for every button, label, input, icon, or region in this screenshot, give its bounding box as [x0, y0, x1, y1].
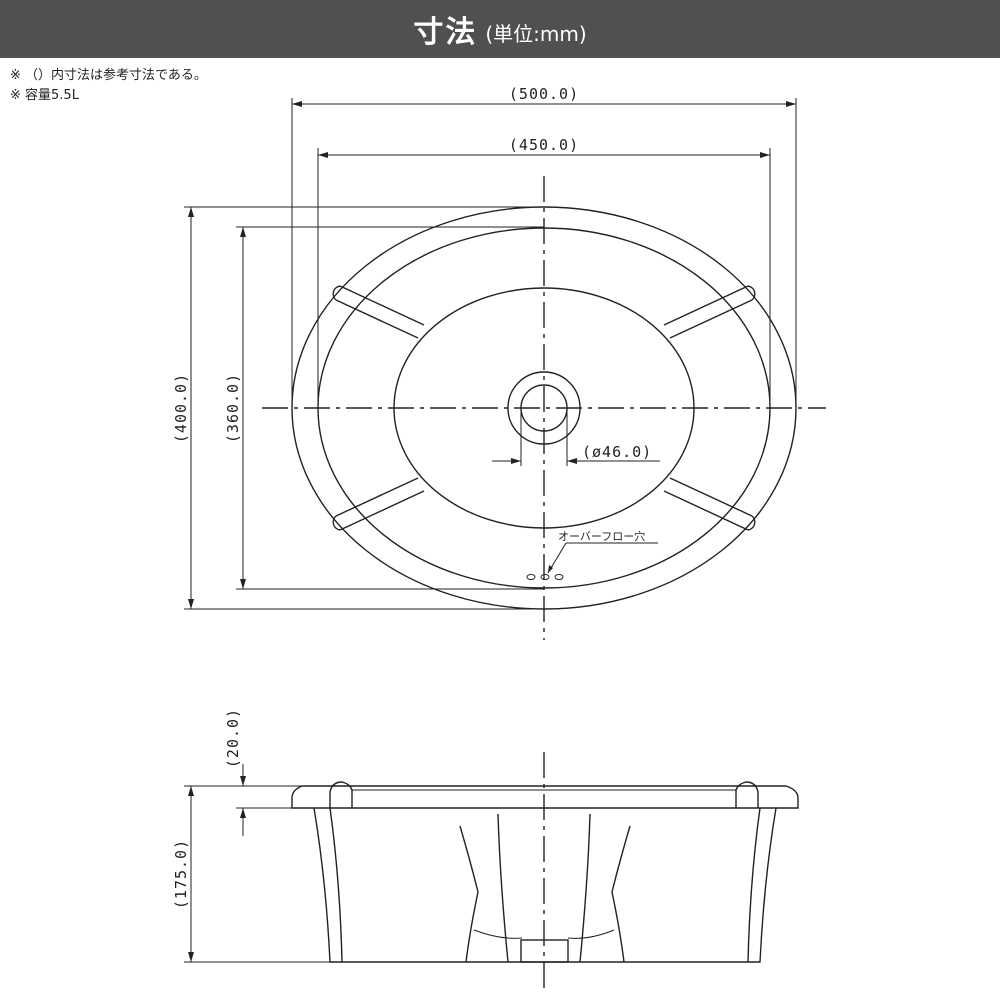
right-inner-rib: [611, 825, 631, 963]
rib-bottom-right: [663, 477, 756, 531]
inner-depth-dimension: (360.0): [224, 226, 544, 590]
overflow-leader-arrow: [548, 565, 553, 573]
right-overflow-lip: [735, 781, 759, 808]
header-bar: 寸法 (単位:mm): [0, 0, 1000, 58]
rib-bottom-left: [332, 477, 425, 531]
inner-width-dimension: (450.0): [317, 136, 771, 400]
inner-depth-label: (360.0): [224, 373, 242, 443]
page-title: 寸法: [413, 15, 478, 50]
rim-height-dimension: (20.0): [224, 708, 330, 836]
drain-diameter-dimension: (ø46.0): [492, 408, 660, 466]
rim-height-label: (20.0): [224, 708, 242, 768]
body-height-dimension: (175.0): [172, 785, 330, 963]
rib-top-left: [332, 285, 425, 339]
top-view: オーバーフロー穴 (500.0) (450.0) (400.0): [172, 85, 826, 640]
unit-label: (単位:mm): [485, 21, 587, 46]
outer-depth-dimension: (400.0): [172, 206, 544, 610]
outer-width-label: (500.0): [509, 85, 579, 103]
drain-diameter-label: (ø46.0): [582, 443, 652, 461]
outer-depth-label: (400.0): [172, 373, 190, 443]
rim-profile: [291, 785, 799, 809]
note-capacity: ※ 容量5.5L: [10, 88, 79, 103]
overflow-holes: [526, 574, 564, 580]
left-overflow-lip: [329, 781, 353, 808]
overflow-label: オーバーフロー穴: [558, 529, 645, 543]
drain-outlet-profile: [520, 939, 569, 963]
notes: ※ （）内寸法は参考寸法である。 ※ 容量5.5L: [10, 66, 207, 106]
body-outline: [313, 807, 777, 963]
rib-top-right: [663, 285, 756, 339]
left-inner-rib: [459, 825, 479, 963]
body-height-label: (175.0): [172, 839, 190, 909]
note-reference: ※ （）内寸法は参考寸法である。: [10, 68, 207, 83]
side-view: (20.0) (175.0): [172, 708, 799, 992]
outer-width-dimension: (500.0): [291, 85, 797, 400]
inner-width-label: (450.0): [509, 136, 579, 154]
